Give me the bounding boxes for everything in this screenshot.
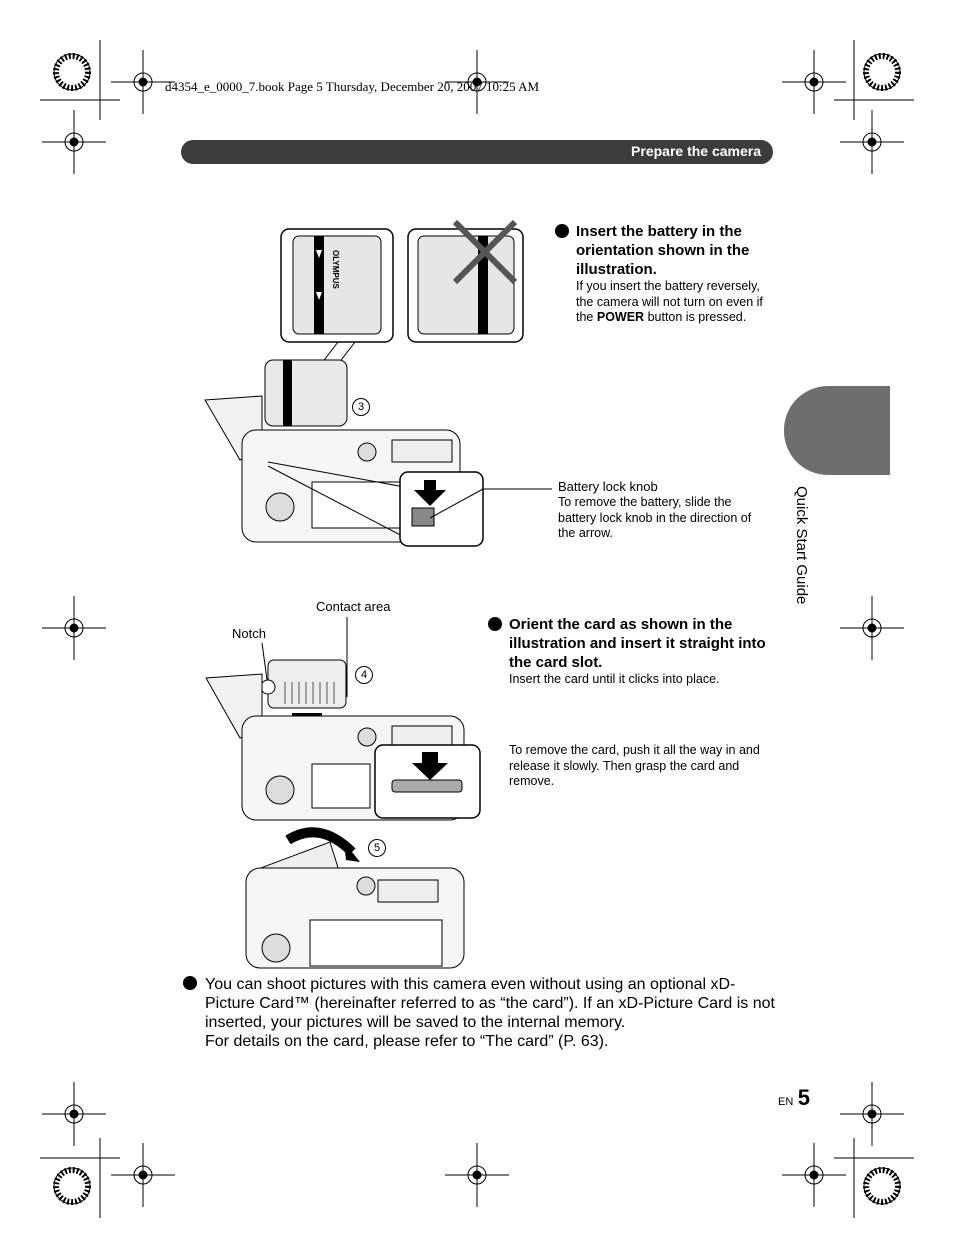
side-tab (784, 386, 890, 475)
crosshair-icon (840, 596, 904, 660)
book-header-line: d4354_e_0000_7.book Page 5 Thursday, Dec… (165, 79, 540, 94)
section-title: Prepare the camera (631, 143, 761, 159)
wrong-x-icon (452, 219, 518, 285)
crosshair-icon (111, 50, 175, 114)
card-note: Insert the card until it clicks into pla… (509, 672, 720, 686)
bottom-note: You can shoot pictures with this camera … (205, 975, 775, 1051)
bottom-note-line2: For details on the card, please refer to… (205, 1033, 609, 1050)
bullet-icon (488, 617, 502, 631)
card-step-number: 4 (355, 666, 373, 684)
bullet-icon (183, 976, 197, 990)
crosshair-icon (782, 1143, 846, 1207)
contact-area-label: Contact area (316, 599, 391, 614)
battery-lock-knob-note: To remove the battery, slide the battery… (558, 495, 752, 540)
battery-step-number: 3 (352, 398, 370, 416)
battery-note: If you insert the battery reversely, the… (576, 279, 763, 324)
crosshair-icon (782, 50, 846, 114)
battery-heading: Insert the battery in the orientation sh… (576, 223, 750, 278)
crosshair-icon (42, 596, 106, 660)
crosshair-icon (445, 1143, 509, 1207)
starburst-icon (53, 53, 901, 1205)
notch-label: Notch (232, 626, 266, 641)
card-heading: Orient the card as shown in the illustra… (509, 616, 766, 671)
battery-lock-knob-label: Battery lock knob (558, 479, 658, 494)
crosshair-icon (42, 1082, 106, 1146)
page-number: EN 5 (778, 1085, 810, 1111)
crosshair-icon (445, 50, 509, 114)
bottom-note-line1: You can shoot pictures with this camera … (205, 976, 775, 1031)
close-step-number: 5 (368, 839, 386, 857)
card-remove-note: To remove the card, push it all the way … (509, 743, 760, 788)
crosshair-icon (840, 110, 904, 174)
crosshair-icon (840, 1082, 904, 1146)
crosshair-icon (42, 110, 106, 174)
section-title-bar: Prepare the camera (181, 140, 773, 164)
page-number-value: 5 (797, 1085, 810, 1110)
bullet-icon (555, 224, 569, 238)
battery-brand-text: OLYMPUS (331, 250, 340, 289)
page-lang: EN (778, 1096, 794, 1108)
crosshair-icon (111, 1143, 175, 1207)
